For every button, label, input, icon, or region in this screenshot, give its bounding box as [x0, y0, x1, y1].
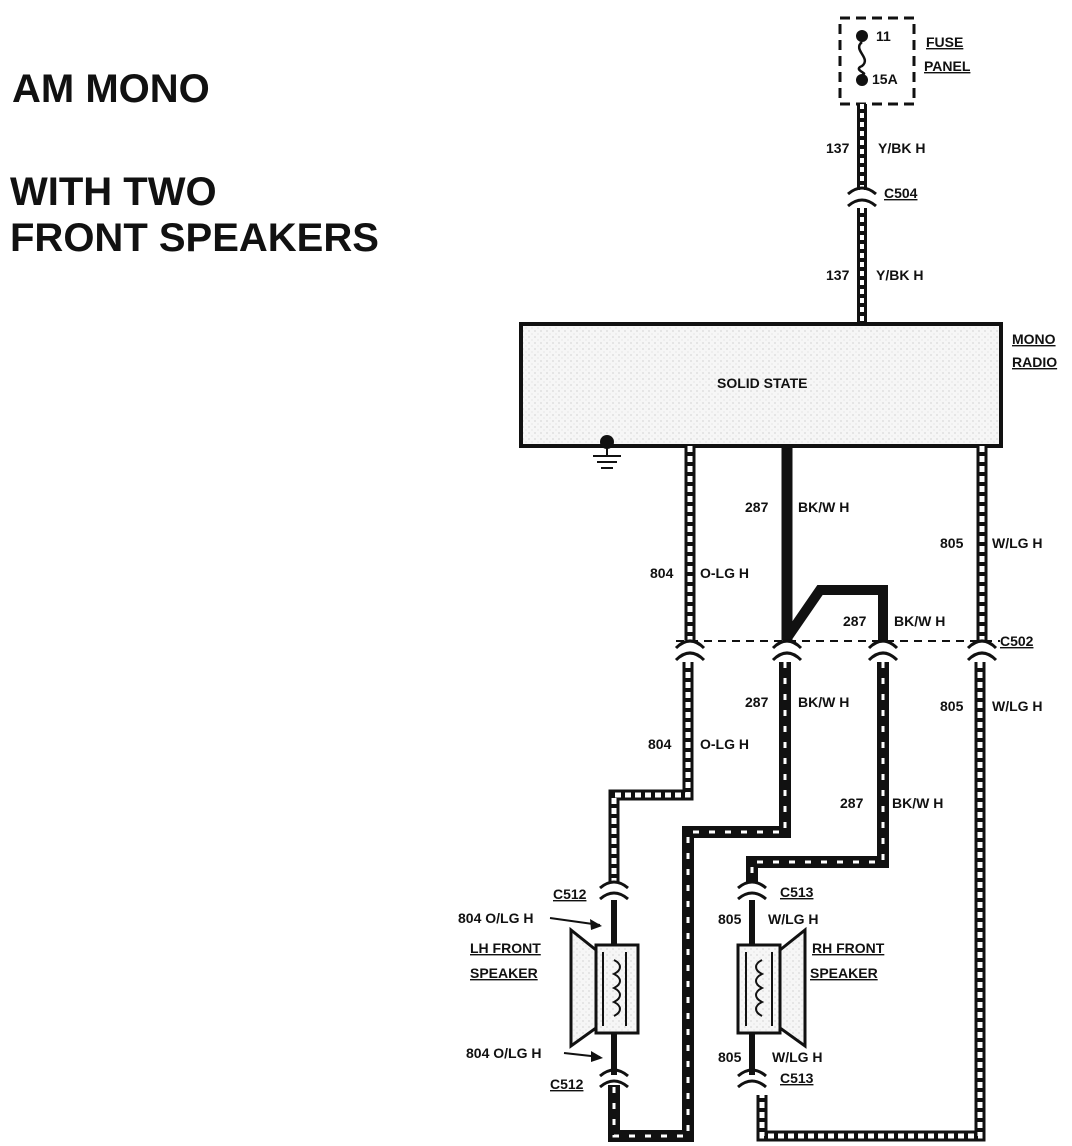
- title-line-1: AM MONO: [12, 67, 210, 111]
- wire-804: [608, 446, 696, 1075]
- connector-c502: [674, 639, 1000, 662]
- lh-top-pin-label: 804 O/LG H: [458, 910, 533, 926]
- wire-287-lower-left-color: BK/W H: [798, 694, 849, 710]
- wire-805-upper-color: W/LG H: [992, 535, 1043, 551]
- connector-c512-top-label: C512: [553, 886, 587, 902]
- wire-287-lower-left-circuit: 287: [745, 694, 769, 710]
- title-line-3: FRONT SPEAKERS: [10, 216, 379, 260]
- lh-bottom-pin-label: 804 O/LG H: [466, 1045, 541, 1061]
- wire-804-upper-circuit: 804: [650, 565, 674, 581]
- wire-287: [608, 446, 889, 1142]
- wire-287-jumper-circuit: 287: [843, 613, 867, 629]
- rh-top-color: W/LG H: [768, 911, 819, 927]
- connector-c512-bottom-label: C512: [550, 1076, 584, 1092]
- rh-speaker-label-2: SPEAKER: [810, 965, 878, 981]
- radio-label-1: MONO: [1012, 331, 1056, 347]
- radio-label-2: RADIO: [1012, 354, 1057, 370]
- rh-speaker-label-1: RH FRONT: [812, 940, 885, 956]
- title-line-2: WITH TWO: [10, 170, 217, 214]
- wire-287-lower-right-circuit: 287: [840, 795, 864, 811]
- rh-bottom-circuit: 805: [718, 1049, 742, 1065]
- wire-287-lower-right-color: BK/W H: [892, 795, 943, 811]
- wire-137-top-color: Y/BK H: [878, 140, 925, 156]
- connector-c512: [599, 880, 629, 1089]
- fuse-icon: [856, 30, 868, 86]
- wire-804-upper-color: O-LG H: [700, 565, 749, 581]
- wire-804-lower-color: O-LG H: [700, 736, 749, 752]
- connector-icon: [847, 186, 877, 208]
- fuse-panel-label-1: FUSE: [926, 34, 963, 50]
- fuse-panel-label-2: PANEL: [924, 58, 971, 74]
- speaker-icon: [569, 926, 640, 1049]
- mono-radio-box: [519, 322, 1003, 448]
- wire-137-bottom-color: Y/BK H: [876, 267, 923, 283]
- wire-805-lower-circuit: 805: [940, 698, 964, 714]
- rh-top-circuit: 805: [718, 911, 742, 927]
- lh-top-arrow-head: [590, 919, 602, 930]
- wire-137-bottom-circuit: 137: [826, 267, 850, 283]
- ground-icon: [593, 435, 621, 469]
- wire-805-lower-color: W/LG H: [992, 698, 1043, 714]
- radio-inner-text: SOLID STATE: [717, 375, 807, 391]
- fuse-number: 11: [876, 28, 891, 44]
- wire-804-lower-circuit: 804: [648, 736, 672, 752]
- speaker-icon: [736, 926, 807, 1049]
- connector-c502-label: C502: [1000, 633, 1034, 649]
- wire-137-top-circuit: 137: [826, 140, 850, 156]
- lh-speaker-label-1: LH FRONT: [470, 940, 541, 956]
- connector-c513: [737, 880, 767, 1089]
- connector-c504-label: C504: [884, 185, 918, 201]
- rh-bottom-color: W/LG H: [772, 1049, 823, 1065]
- connector-c513-bottom-label: C513: [780, 1070, 814, 1086]
- lh-speaker-label-2: SPEAKER: [470, 965, 538, 981]
- wire-287-upper-circuit: 287: [745, 499, 769, 515]
- lh-bottom-arrow-head: [591, 1051, 603, 1062]
- wire-287-jumper-color: BK/W H: [894, 613, 945, 629]
- wire-287-upper-color: BK/W H: [798, 499, 849, 515]
- wire-805-upper-circuit: 805: [940, 535, 964, 551]
- fuse-rating: 15A: [872, 71, 898, 87]
- wire-805: [756, 446, 988, 1142]
- connector-c513-top-label: C513: [780, 884, 814, 900]
- fuse-panel: 11 15A FUSE PANEL: [838, 16, 971, 106]
